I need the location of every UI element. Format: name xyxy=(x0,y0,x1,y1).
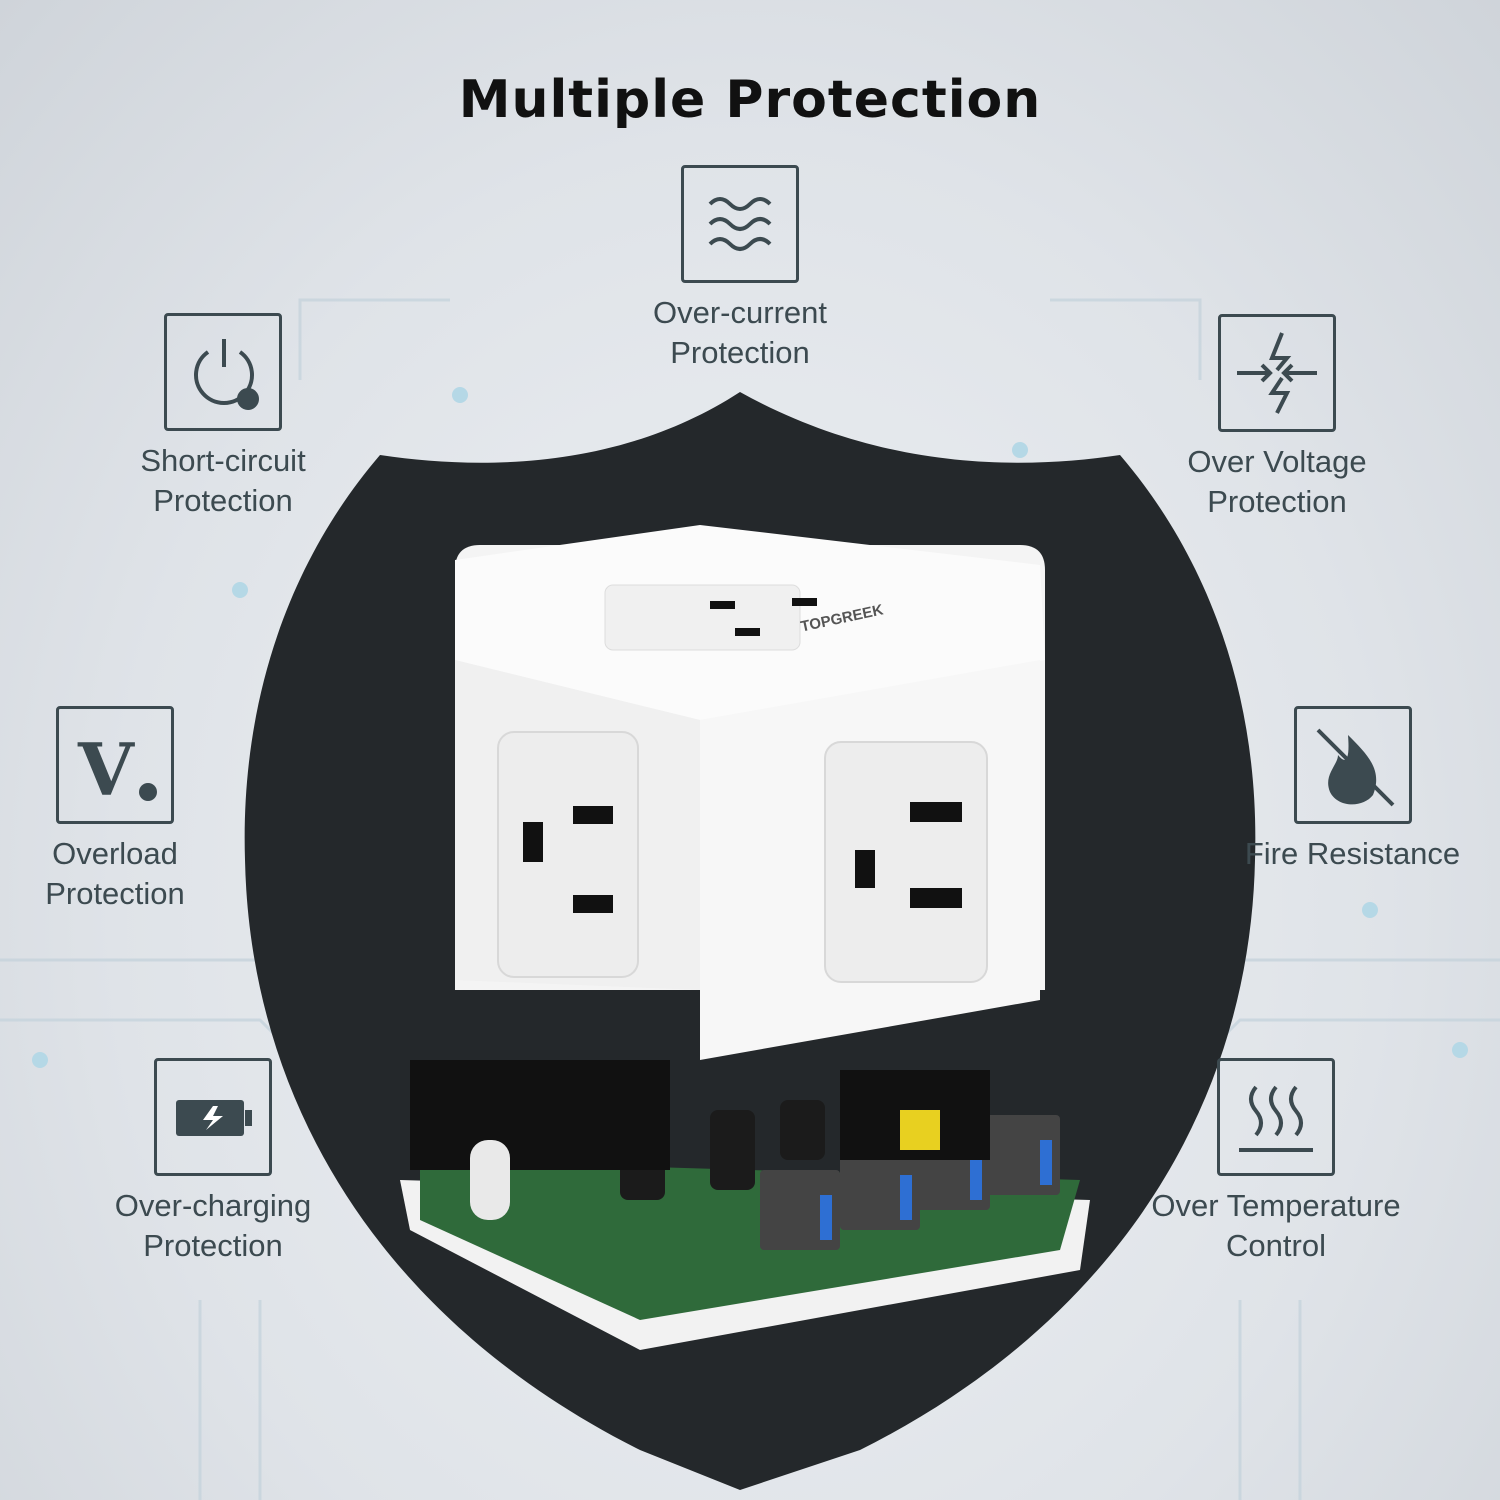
no-fire-icon xyxy=(1293,706,1412,824)
feature-label: Control xyxy=(1226,1228,1326,1263)
power-off-icon xyxy=(164,313,282,431)
feature-over-charging: Over-charging Protection xyxy=(103,1058,323,1266)
page-title: Multiple Protection xyxy=(458,70,1042,130)
feature-fire-resistance: Fire Resistance xyxy=(1240,706,1465,874)
svg-text:V: V xyxy=(77,727,135,810)
voltage-x-icon: V xyxy=(56,706,174,824)
feature-label: Over-charging xyxy=(114,1188,312,1223)
feature-over-current: Over-current Protection xyxy=(590,165,890,373)
feature-label: Overload xyxy=(52,836,178,871)
battery-charging-icon xyxy=(154,1058,272,1176)
feature-label: Protection xyxy=(153,483,293,518)
feature-label: Protection xyxy=(143,1228,283,1263)
feature-label: Over Voltage xyxy=(1187,444,1367,479)
heat-icon xyxy=(1217,1058,1335,1176)
feature-label: Protection xyxy=(45,876,185,911)
feature-label: Short-circuit xyxy=(140,443,306,478)
feature-label: Fire Resistance xyxy=(1244,836,1461,871)
feature-short-circuit: Short-circuit Protection xyxy=(123,313,323,521)
feature-overload: V Overload Protection xyxy=(25,706,205,914)
feature-label: Protection xyxy=(1207,484,1347,519)
feature-over-temperature: Over Temperature Control xyxy=(1140,1058,1412,1266)
feature-label: Protection xyxy=(670,335,810,370)
feature-over-voltage: Over Voltage Protection xyxy=(1162,314,1392,522)
lightning-arrows-icon xyxy=(1218,314,1336,432)
feature-label: Over Temperature xyxy=(1151,1188,1401,1223)
feature-label: Over-current xyxy=(653,295,827,330)
waves-icon xyxy=(681,165,799,283)
